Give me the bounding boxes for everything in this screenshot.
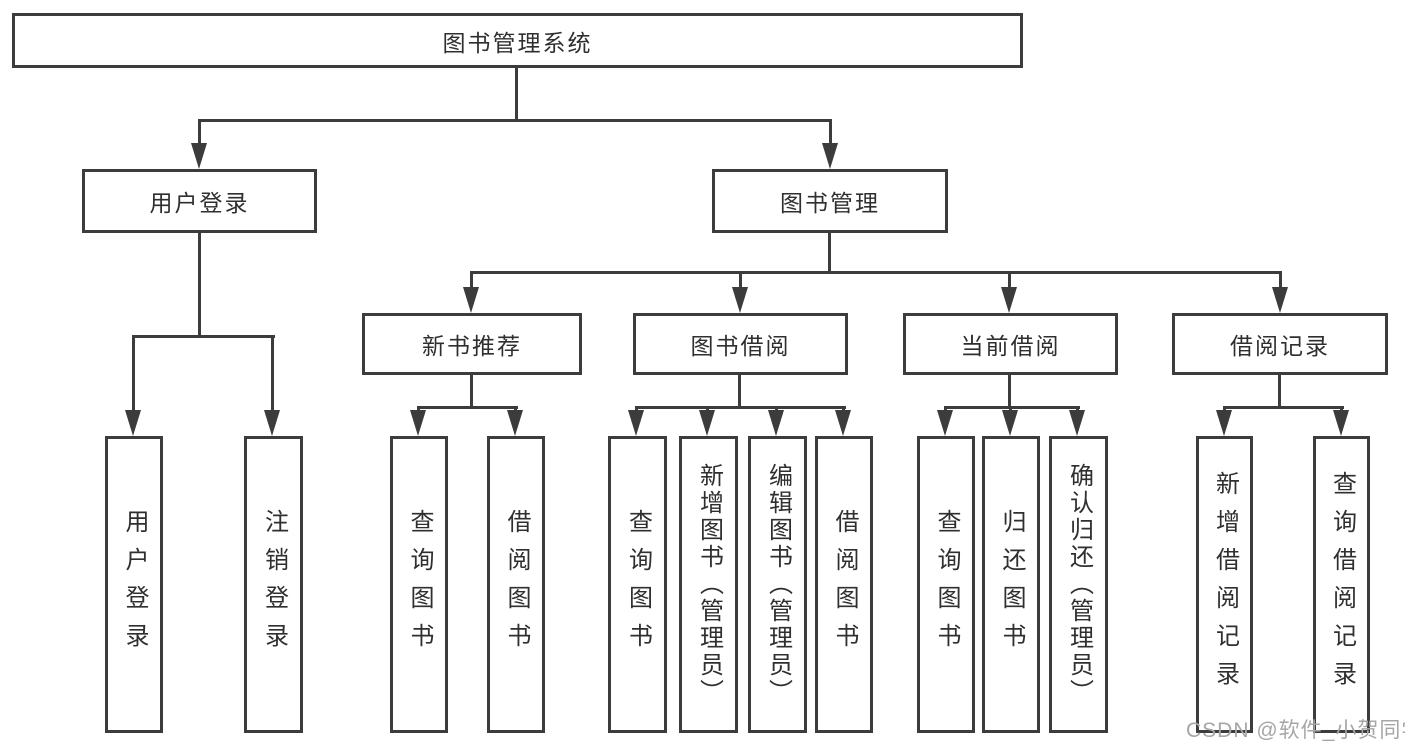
leaf-borrow-books-2: 借阅图书	[815, 436, 873, 733]
leaf-edit-books-admin: 编辑图书（管理员）	[748, 436, 807, 733]
arrowhead-down-icon	[937, 410, 953, 436]
connector-vline	[739, 271, 742, 291]
connector-vline	[1008, 271, 1011, 291]
arrowhead-down-icon	[1002, 410, 1018, 436]
node-book-management: 图书管理	[712, 169, 948, 233]
arrowhead-down-icon	[1272, 287, 1288, 313]
leaf-add-books-admin: 新增图书（管理员）	[679, 436, 738, 733]
leaf-query-borrow-record: 查询借阅记录	[1313, 436, 1370, 733]
arrowhead-down-icon	[1001, 287, 1017, 313]
node-root-system: 图书管理系统	[12, 13, 1023, 68]
connector-vline	[1279, 271, 1282, 291]
leaf-return-books: 归还图书	[982, 436, 1040, 733]
leaf-logout: 注销登录	[244, 436, 303, 733]
connector-vline	[271, 335, 274, 412]
arrowhead-down-icon	[835, 410, 851, 436]
leaf-add-borrow-record: 新增借阅记录	[1196, 436, 1253, 733]
arrowhead-down-icon	[125, 410, 141, 436]
connector-hline	[198, 119, 832, 122]
leaf-borrow-books-1: 借阅图书	[487, 436, 545, 733]
connector-vline	[470, 271, 473, 291]
connector-hline	[944, 406, 1080, 409]
node-current-borrow: 当前借阅	[903, 313, 1118, 375]
connector-vline	[829, 119, 832, 147]
connector-vline	[828, 233, 831, 273]
arrowhead-down-icon	[732, 287, 748, 313]
connector-hline	[470, 271, 1281, 274]
connector-vline	[132, 335, 135, 412]
node-new-book-recommend: 新书推荐	[362, 313, 582, 375]
leaf-confirm-return-admin: 确认归还（管理员）	[1049, 436, 1108, 733]
arrowhead-down-icon	[410, 410, 426, 436]
connector-hline	[417, 406, 518, 409]
connector-vline	[1008, 375, 1011, 408]
leaf-query-books-3: 查询图书	[917, 436, 975, 733]
leaf-query-books-2: 查询图书	[608, 436, 667, 733]
connector-hline	[1223, 406, 1344, 409]
arrowhead-down-icon	[699, 410, 715, 436]
connector-vline	[738, 375, 741, 408]
connector-hline	[132, 335, 275, 338]
arrowhead-down-icon	[628, 410, 644, 436]
connector-vline	[470, 375, 473, 408]
node-user-login: 用户登录	[82, 169, 317, 233]
connector-hline	[635, 406, 846, 409]
arrowhead-down-icon	[1216, 410, 1232, 436]
leaf-query-books-1: 查询图书	[390, 436, 448, 733]
arrowhead-down-icon	[264, 410, 280, 436]
node-borrow-records: 借阅记录	[1172, 313, 1388, 375]
connector-vline	[1278, 375, 1281, 408]
arrowhead-down-icon	[191, 143, 207, 169]
arrowhead-down-icon	[1069, 410, 1085, 436]
arrowhead-down-icon	[822, 143, 838, 169]
arrowhead-down-icon	[768, 410, 784, 436]
connector-vline	[515, 67, 518, 120]
arrowhead-down-icon	[507, 410, 523, 436]
node-book-borrow: 图书借阅	[633, 313, 848, 375]
connector-vline	[198, 119, 201, 147]
csdn-watermark: CSDN @软件_小贺同学	[1186, 719, 1405, 742]
leaf-user-login: 用户登录	[105, 436, 163, 733]
connector-vline	[198, 233, 201, 335]
arrowhead-down-icon	[463, 287, 479, 313]
arrowhead-down-icon	[1333, 410, 1349, 436]
